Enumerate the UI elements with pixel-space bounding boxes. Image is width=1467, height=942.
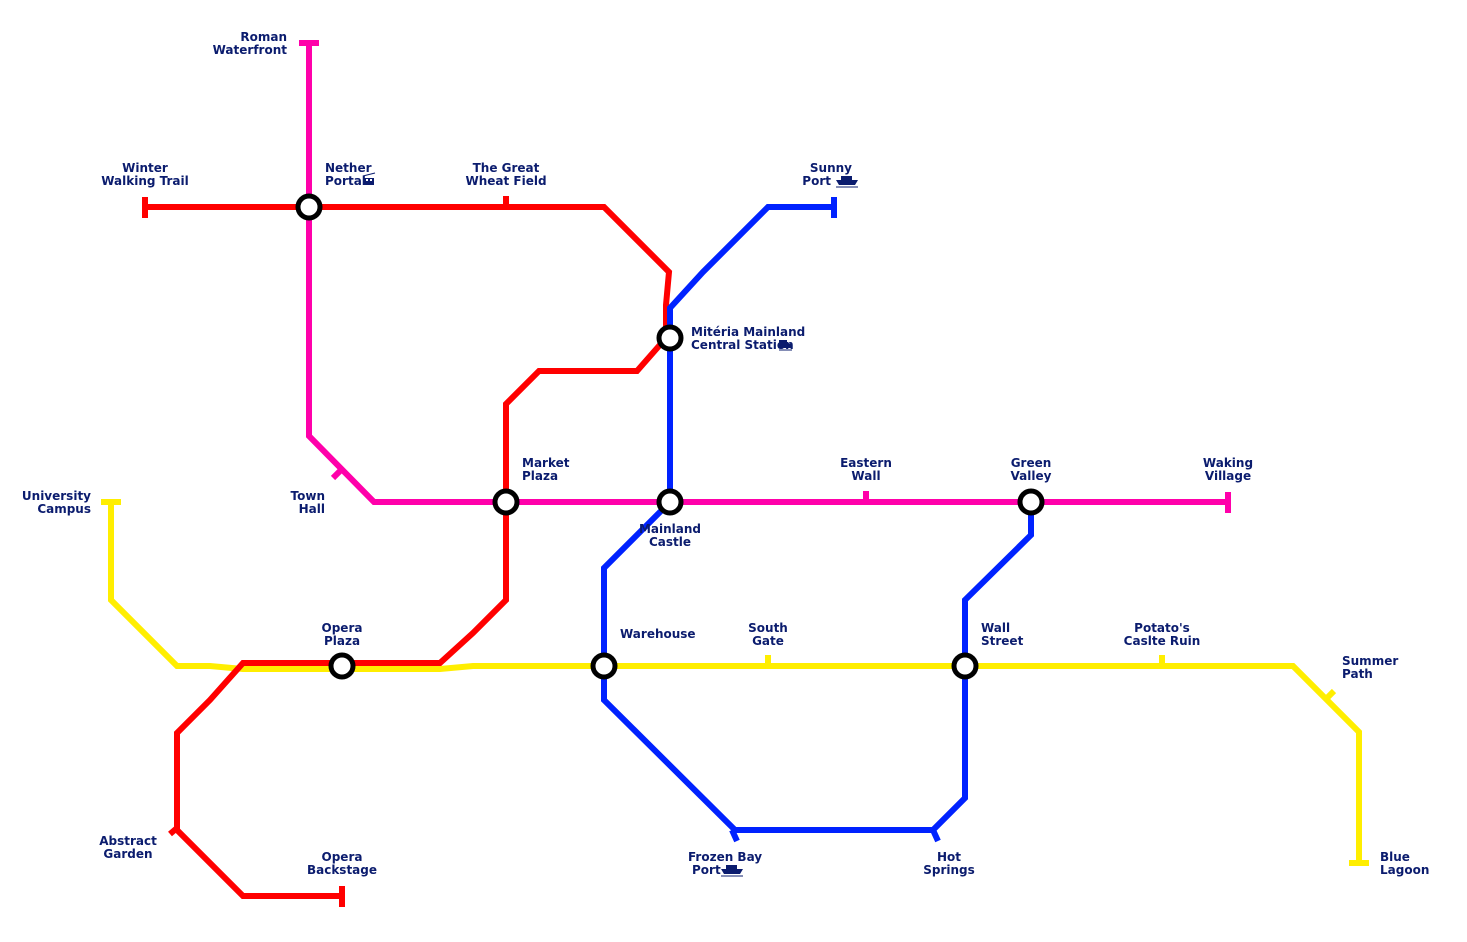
station-nether-portal[interactable] xyxy=(295,193,323,221)
tick-hot-springs xyxy=(930,828,941,843)
train-icon xyxy=(779,340,792,351)
tick-town-hall xyxy=(330,467,344,481)
yellow-line xyxy=(101,499,1369,866)
tick-frozen-bay-port xyxy=(729,828,740,843)
red-line xyxy=(142,196,673,907)
station-mainland-castle[interactable] xyxy=(656,488,684,516)
station-market-plaza[interactable] xyxy=(492,488,520,516)
station-warehouse[interactable] xyxy=(590,652,618,680)
magenta-line xyxy=(299,40,1231,513)
cable-car-icon xyxy=(362,172,376,185)
interchange-stations xyxy=(295,193,1045,680)
tick-summer-path xyxy=(1323,688,1337,702)
blue-line xyxy=(601,197,1034,843)
tick-abstract-garden xyxy=(168,825,179,837)
ferry-icon xyxy=(721,865,743,877)
station-wall-street[interactable] xyxy=(951,652,979,680)
station-green-valley[interactable] xyxy=(1017,488,1045,516)
label-warehouse[interactable]: Warehouse xyxy=(620,627,696,641)
ferry-icon xyxy=(836,176,858,188)
station-central-station[interactable] xyxy=(656,324,684,352)
station-opera-plaza[interactable] xyxy=(328,652,356,680)
